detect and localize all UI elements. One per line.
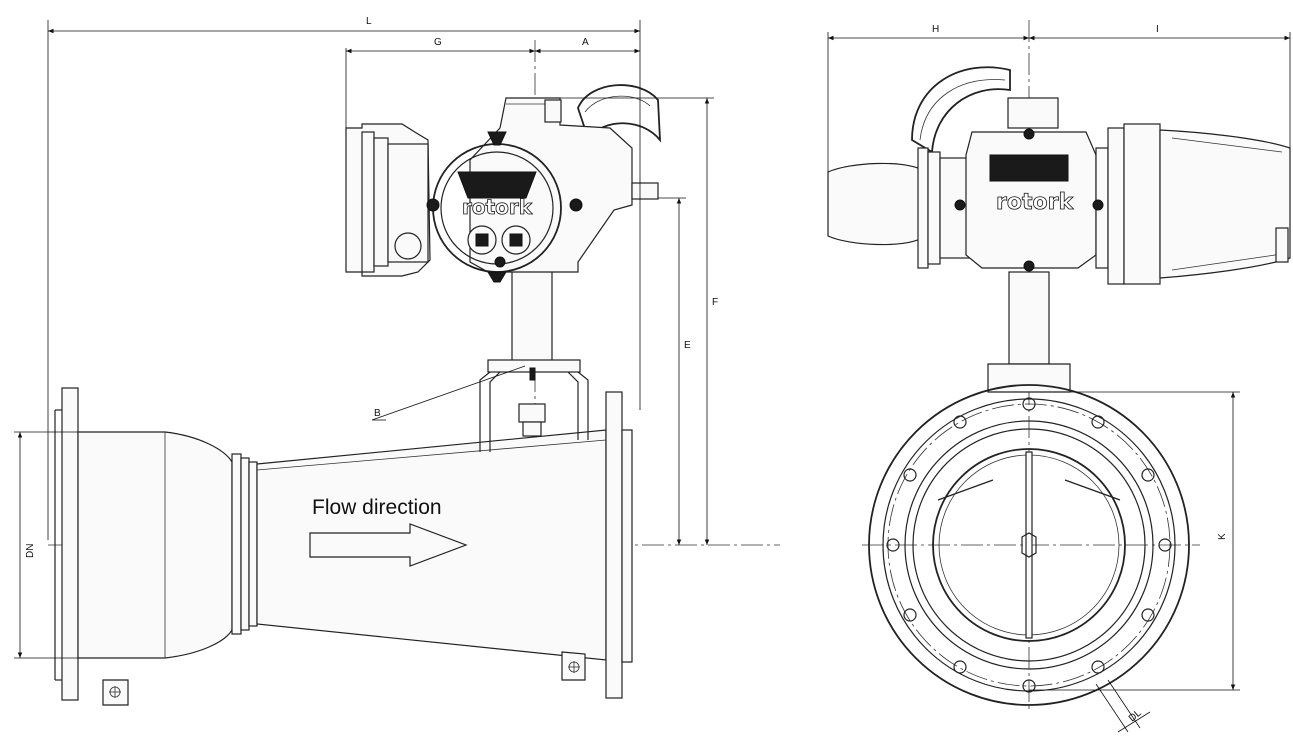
dim-label-E: E	[684, 340, 691, 351]
dimension-DL: DL	[1095, 679, 1151, 733]
dim-label-L: L	[366, 16, 372, 27]
dim-label-F: F	[712, 297, 718, 308]
dimension-A: A	[535, 37, 640, 54]
dimension-K: K	[1029, 391, 1240, 691]
inlet-bell-body	[77, 431, 233, 659]
dimension-L: L	[47, 16, 641, 540]
dim-label-I: I	[1156, 24, 1159, 35]
support-foot-right	[561, 651, 586, 681]
flow-direction-arrow	[309, 523, 468, 567]
side-view: Flow direction rotork	[14, 16, 780, 706]
front-view: rotork H I K	[827, 20, 1291, 733]
dim-label-H: H	[932, 24, 939, 35]
dim-label-A: A	[582, 37, 589, 48]
dimension-H: H	[827, 24, 1029, 172]
dim-label-K: K	[1217, 533, 1228, 540]
rotork-logo-front: rotork	[996, 190, 1074, 215]
valve-flange-face	[868, 384, 1190, 706]
conical-pipe	[256, 429, 607, 661]
dimension-E: E	[658, 197, 691, 545]
dimension-DN: DN	[14, 431, 78, 659]
flow-direction-label: Flow direction	[312, 496, 442, 519]
rotork-actuator-front: rotork	[827, 66, 1291, 285]
rotork-actuator-side: rotork	[345, 84, 662, 283]
outlet-flange	[605, 391, 633, 699]
dimension-G: G	[345, 37, 535, 128]
dimension-I: I	[1029, 24, 1291, 148]
dim-label-DN: DN	[25, 544, 36, 558]
dim-label-B: B	[374, 408, 381, 419]
bolt-holes	[886, 397, 1172, 693]
rotork-logo-side: rotork	[462, 195, 533, 219]
dim-label-DL: DL	[1127, 707, 1144, 724]
dimension-F: F	[560, 97, 718, 545]
stem-assembly	[479, 269, 589, 452]
inlet-flange	[54, 387, 79, 701]
support-foot-left	[102, 679, 129, 706]
coupling-rings	[231, 453, 258, 635]
dim-label-G: G	[434, 37, 442, 48]
leader-B: B	[371, 365, 526, 421]
